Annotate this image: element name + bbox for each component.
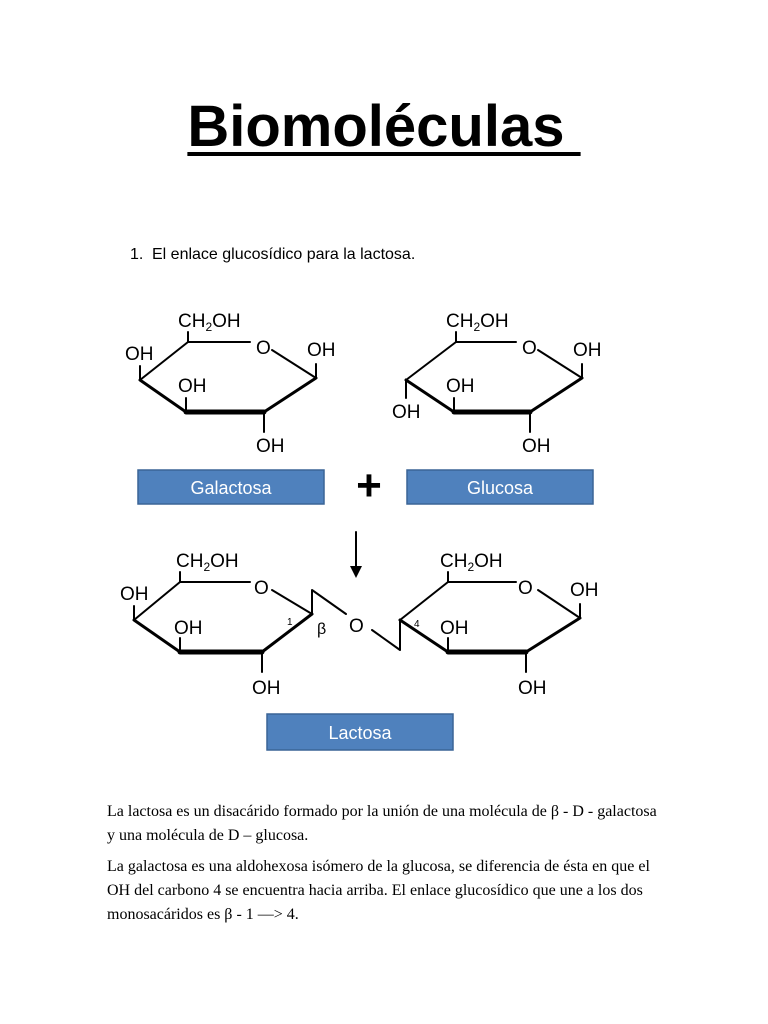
list-item-number: 1. [130,246,144,263]
glucose-oh-bottom: OH [522,436,551,457]
page-title-text: Biomoléculas [187,94,581,159]
galactosa-label-box [137,469,325,505]
glucose-oh-right: OH [573,340,602,361]
galactose-ring [138,331,318,433]
paragraph-galactose-description: La galactosa es una aldohexosa isómero d… [107,858,650,923]
lactose-galactose-ring [132,571,347,673]
lactose-carbon-1: 1 [287,617,293,628]
lactose-glc-ch2oh: CH2OH [440,551,503,574]
page-title: Biomoléculas [0,92,768,162]
paragraph-lactose-definition: La lactosa es un disacárido formado por … [107,803,657,844]
lactose-glc-oh-bottom: OH [518,678,547,699]
galactose-oh-left: OH [125,344,154,365]
arrow-head-icon [350,566,362,578]
glucose-oh-left: OH [392,402,421,423]
lactose-gal-oh-middle: OH [174,618,203,639]
lactose-glc-oh-right: OH [570,580,599,601]
lactose-gal-oh-bottom: OH [252,678,281,699]
lactose-beta: β [317,621,326,638]
galactosa-label: Galactosa [190,478,272,498]
lactosa-label: Lactosa [328,723,392,743]
plus-sign: + [356,461,382,510]
lactose-gal-ch2oh: CH2OH [176,551,239,574]
lactosa-label-box [266,713,454,751]
glucosa-label: Glucosa [467,478,534,498]
lactose-bridge-oxygen: O [349,616,364,637]
list-item-text: El enlace glucosídico para la lactosa. [152,246,416,263]
glucose-ring [404,331,584,433]
galactose-oh-right: OH [307,340,336,361]
glucosa-label-box [406,469,594,505]
lactose-gal-ring-oxygen: O [254,578,269,599]
glucose-ch2oh: CH2OH [446,311,509,334]
glucose-oh-middle: OH [446,376,475,397]
list-item: 1. El enlace glucosídico para la lactosa. [130,244,415,266]
lactose-glc-ring-oxygen: O [518,578,533,599]
lactose-carbon-4: 4 [414,619,420,630]
galactose-oh-middle: OH [178,376,207,397]
lactose-glc-oh-middle: OH [440,618,469,639]
glucose-ring-oxygen: O [522,338,537,359]
galactose-ring-oxygen: O [256,338,271,359]
lactose-gal-oh-left: OH [120,584,149,605]
galactose-oh-bottom: OH [256,436,285,457]
galactose-ch2oh: CH2OH [178,311,241,334]
lactose-glucose-ring [371,571,582,673]
